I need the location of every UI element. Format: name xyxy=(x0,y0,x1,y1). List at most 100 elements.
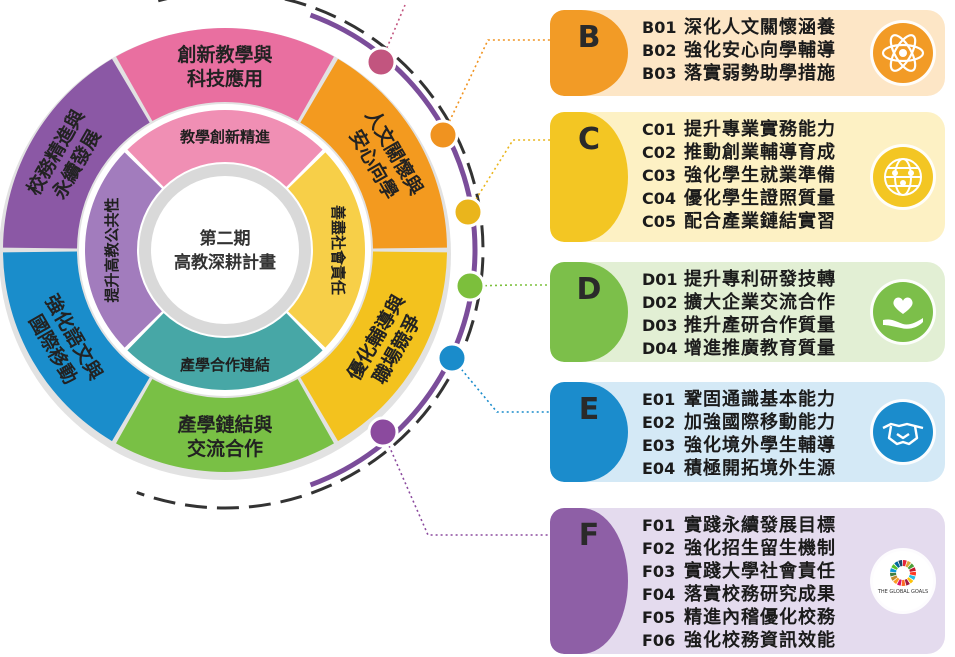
card-letter: F xyxy=(578,518,600,553)
inner-sector xyxy=(127,313,323,390)
card-tab xyxy=(550,382,628,482)
inner-label: 教學創新精進 xyxy=(179,128,271,146)
global-goals-icon: THE GLOBAL GOALS xyxy=(873,551,933,611)
leader-line xyxy=(467,139,550,213)
card-tab xyxy=(550,112,628,242)
goals-wheel-segment xyxy=(909,571,916,576)
goals-wheel-segment xyxy=(909,567,916,572)
inner-label: 善盡社會責任 xyxy=(329,205,347,295)
atom-icon xyxy=(873,23,933,83)
connector-dot xyxy=(427,119,459,151)
outer-sector xyxy=(116,378,334,472)
goals-wheel-segment xyxy=(893,577,900,585)
globe-people-icon xyxy=(873,147,933,207)
inner-label: 提升高教公共性 xyxy=(103,197,121,302)
connector-dot xyxy=(452,196,484,228)
goals-wheel-segment xyxy=(905,560,912,568)
card-tab xyxy=(550,262,628,362)
center-disc xyxy=(151,176,299,324)
goals-wheel-segment xyxy=(904,578,910,586)
goals-wheel-segment xyxy=(894,561,900,568)
global-goals-label: THE GLOBAL GOALS xyxy=(877,589,929,595)
connector-dot xyxy=(367,416,399,448)
goals-wheel-segment xyxy=(891,564,898,570)
handshake-icon xyxy=(873,402,933,462)
card-tab xyxy=(550,10,628,96)
card-letter: B xyxy=(577,20,601,55)
goals-wheel-segment xyxy=(890,568,897,573)
card-letter: C xyxy=(577,122,601,157)
connector-dot xyxy=(365,46,397,78)
goals-wheel-segment xyxy=(908,574,916,581)
leader-line xyxy=(442,39,550,136)
outer-label-line1: 產學鏈結與 xyxy=(177,413,272,436)
card-letter: D xyxy=(576,272,602,307)
connector-dot xyxy=(454,270,486,302)
outer-sector xyxy=(300,251,447,442)
outer-label-line1: 創新教學與 xyxy=(177,43,272,66)
center-title-line2: 高教深耕計畫 xyxy=(174,252,276,273)
goals-wheel-segment xyxy=(907,577,914,584)
inner-sector xyxy=(84,152,162,348)
outer-sector xyxy=(3,251,150,442)
inner-label: 產學合作連結 xyxy=(179,356,270,374)
outer-label-line2: 科技應用 xyxy=(187,67,263,90)
goals-wheel-segment xyxy=(901,579,906,586)
inner-sector xyxy=(127,109,323,187)
inner-sector xyxy=(288,152,365,348)
goals-wheel-segment xyxy=(896,579,902,586)
leader-line xyxy=(451,357,550,413)
goals-wheel-segment xyxy=(890,572,897,577)
outer-sector xyxy=(3,58,150,249)
goals-wheel-segment xyxy=(907,563,915,570)
outer-label-line2: 交流合作 xyxy=(187,437,263,460)
leader-line xyxy=(382,431,550,536)
card-letter: E xyxy=(578,392,600,427)
center-title-line1: 第二期 xyxy=(200,228,251,249)
outer-sector xyxy=(300,58,447,249)
outer-dashed-arc xyxy=(136,0,485,510)
card-tab xyxy=(550,508,628,654)
goals-wheel-segment xyxy=(898,560,903,567)
goals-wheel-segment xyxy=(890,575,898,581)
hand-heart-icon xyxy=(873,282,933,342)
connector-dot xyxy=(436,342,468,374)
goals-wheel-segment xyxy=(903,560,907,567)
outer-sector xyxy=(116,28,334,122)
